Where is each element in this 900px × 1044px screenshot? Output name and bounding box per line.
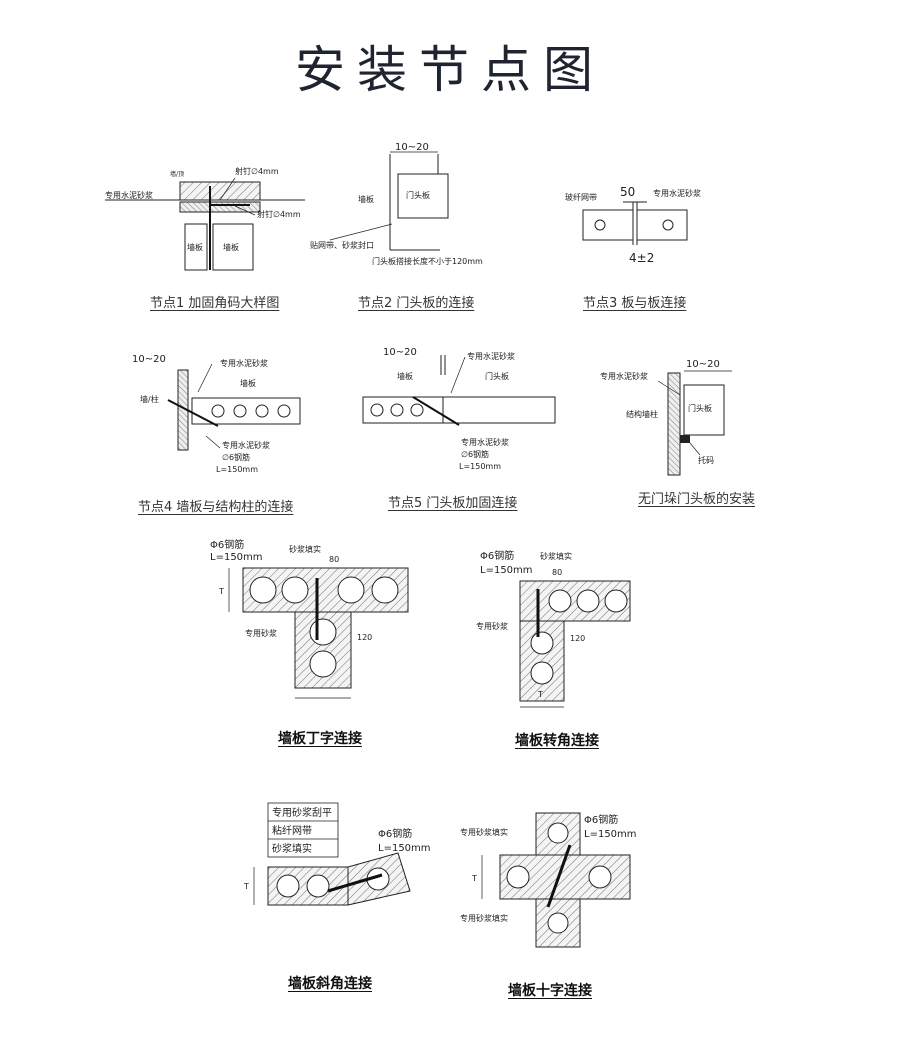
n5-label-len: L=150mm <box>459 462 501 471</box>
cross-joint-diagram: 专用砂浆填实 专用砂浆填实 Φ6钢筋 L=150mm T <box>460 805 650 955</box>
n3-label-gap: 4±2 <box>629 251 654 265</box>
cross-label-len: L=150mm <box>584 829 637 840</box>
n5-label-mortar1: 专用水泥砂浆 <box>467 351 515 361</box>
t-label-t: T <box>218 587 224 596</box>
n6-label-mortar: 专用水泥砂浆 <box>600 371 648 381</box>
t-label-rebar: Φ6钢筋 <box>210 538 244 551</box>
n4-label-col: 墙/柱 <box>140 394 159 404</box>
t-label-d120: 120 <box>357 633 372 642</box>
corner-label-d120: 120 <box>570 634 585 643</box>
n5-label-gap: 10~20 <box>383 347 417 358</box>
node4-diagram: 10~20 专用水泥砂浆 墙板 墙/柱 专用水泥砂浆 ∅6钢筋 L=150mm <box>120 350 320 480</box>
n2-label-gap: 10~20 <box>395 142 429 153</box>
node4-caption: 节点4 墙板与结构柱的连接 <box>138 500 294 515</box>
node1-caption: 节点1 加固角码大样图 <box>150 296 280 311</box>
n2-label-door: 门头板 <box>406 190 430 200</box>
n3-label-mesh: 玻纤网带 <box>565 192 597 202</box>
corner-label-len: L=150mm <box>480 565 533 576</box>
n1-label-c: 射钉∅4mm <box>257 209 301 219</box>
cross-joint-caption: 墙板十字连接 <box>508 983 592 999</box>
corner-joint-caption: 墙板转角连接 <box>515 733 599 749</box>
node3-caption: 节点3 板与板连接 <box>583 296 687 311</box>
n2-label-mesh: 贴网带、砂浆封口 <box>310 240 374 250</box>
n1-label-d: 墙板 <box>187 242 203 252</box>
n4-label-mortar1: 专用水泥砂浆 <box>220 358 268 368</box>
skew-label-l2: 粘纤网带 <box>272 824 312 837</box>
t-label-mortar: 专用砂浆 <box>245 628 277 638</box>
n4-label-panel: 墙板 <box>240 378 256 388</box>
cross-label-fill2: 专用砂浆填实 <box>460 913 508 923</box>
node2-diagram: 10~20 门头板 墙板 贴网带、砂浆封口 门头板搭接长度不小于120mm <box>310 140 510 270</box>
n1-label-b: 专用水泥砂浆 <box>105 190 153 200</box>
n5-label-wall: 墙板 <box>397 371 413 381</box>
n1-label-e: 墙板 <box>223 242 239 252</box>
skew-label-l1: 专用砂浆刮平 <box>272 806 332 819</box>
n4-label-len: L=150mm <box>216 465 258 474</box>
skew-label-len: L=150mm <box>378 843 431 854</box>
n1-label-f: 墙/顶 <box>170 170 184 178</box>
n4-label-gap: 10~20 <box>132 354 166 365</box>
skew-label-l3: 砂浆填实 <box>272 842 312 855</box>
n6-label-door: 门头板 <box>688 403 712 413</box>
node5-caption: 节点5 门头板加固连接 <box>388 496 518 511</box>
t-joint-caption: 墙板丁字连接 <box>278 731 362 747</box>
node2-caption: 节点2 门头板的连接 <box>358 296 475 311</box>
n5-label-rebar: ∅6钢筋 <box>461 449 489 459</box>
skew-joint-diagram: 专用砂浆刮平 粘纤网带 砂浆填实 Φ6钢筋 L=150mm T <box>232 795 431 945</box>
cross-label-t: T <box>471 874 477 883</box>
n6-label-bracket: 托码 <box>698 455 714 465</box>
page-title: 安装节点图 <box>295 41 605 99</box>
n4-label-rebar: ∅6钢筋 <box>222 452 250 462</box>
n3-label-mortar: 专用水泥砂浆 <box>653 188 701 198</box>
node6-caption: 无门垛门头板的安装 <box>638 492 756 507</box>
n5-label-mortar2: 专用水泥砂浆 <box>461 437 509 447</box>
n2-label-lap: 门头板搭接长度不小于120mm <box>372 256 483 266</box>
n3-label-w: 50 <box>620 185 635 199</box>
cross-label-rebar: Φ6钢筋 <box>584 813 618 826</box>
corner-label-d80: 80 <box>552 568 562 577</box>
corner-label-t: T <box>537 690 543 699</box>
node5-diagram: 10~20 专用水泥砂浆 墙板 门头板 专用水泥砂浆 ∅6钢筋 L=150mm <box>355 345 565 475</box>
n2-label-wall: 墙板 <box>358 194 374 204</box>
cross-label-fill1: 专用砂浆填实 <box>460 827 508 837</box>
node3-diagram: 50 玻纤网带 专用水泥砂浆 4±2 <box>565 180 755 270</box>
skew-label-rebar: Φ6钢筋 <box>378 827 412 840</box>
node6-diagram: 10~20 专用水泥砂浆 结构墙柱 门头板 托码 <box>600 355 760 476</box>
corner-label-fill: 砂浆填实 <box>540 551 572 561</box>
t-joint-diagram: Φ6钢筋 L=150mm 砂浆填实 专用砂浆 80 120 T <box>205 538 420 710</box>
skew-joint-caption: 墙板斜角连接 <box>288 976 372 992</box>
corner-label-rebar: Φ6钢筋 <box>480 549 514 562</box>
n5-label-door: 门头板 <box>485 371 509 381</box>
corner-joint-diagram: Φ6钢筋 L=150mm 砂浆填实 专用砂浆 80 120 T <box>470 545 645 715</box>
skew-label-t: T <box>243 882 249 891</box>
t-label-d80: 80 <box>329 555 339 564</box>
node1-diagram: 射钉∅4mm 专用水泥砂浆 射钉∅4mm 墙板 墙板 墙/顶 <box>105 160 315 280</box>
t-label-fill: 砂浆填实 <box>289 544 321 554</box>
n6-label-gap: 10~20 <box>686 359 720 370</box>
t-label-len: L=150mm <box>210 552 263 563</box>
n6-label-col: 结构墙柱 <box>626 409 658 419</box>
n4-label-mortar2: 专用水泥砂浆 <box>222 440 270 450</box>
n1-label-a: 射钉∅4mm <box>235 166 279 176</box>
corner-label-mortar: 专用砂浆 <box>476 621 508 631</box>
